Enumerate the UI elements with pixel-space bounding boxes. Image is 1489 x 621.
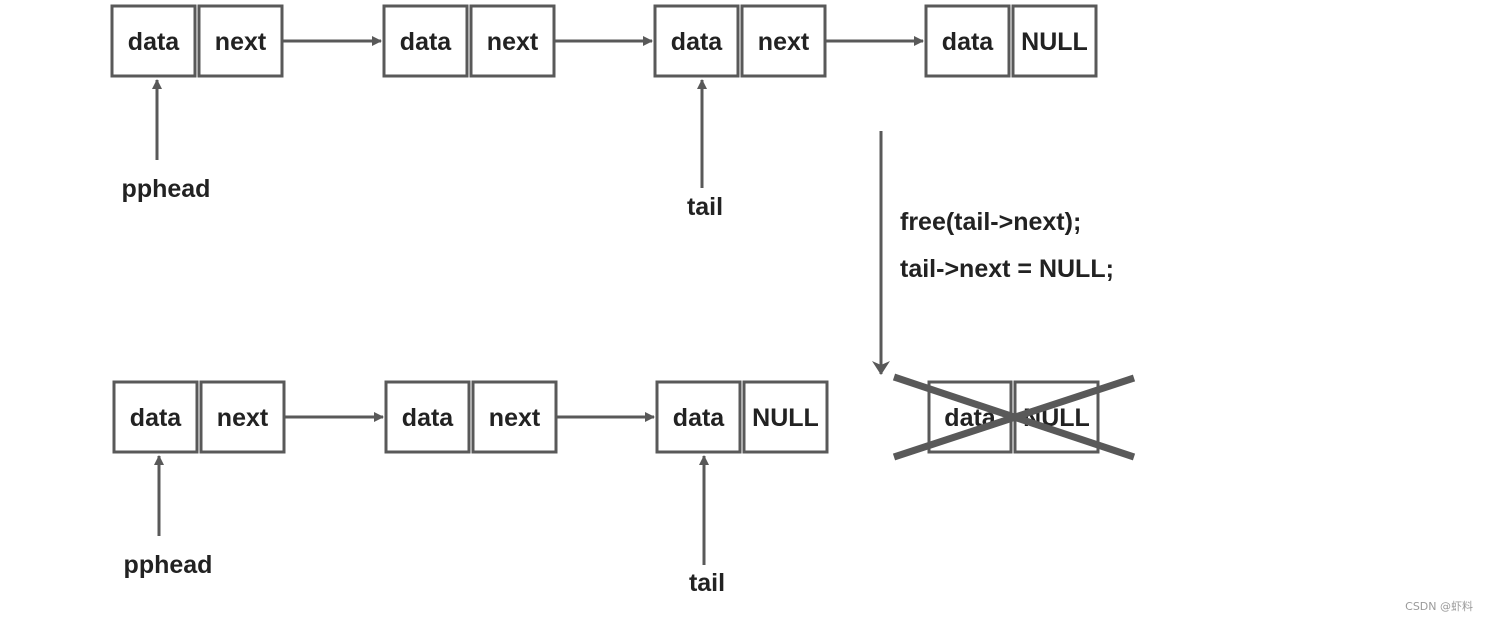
next-cell [740, 4, 827, 78]
bottom-node-1: data next [112, 380, 286, 454]
data-cell-label: data [128, 28, 181, 56]
freed-node: data NULL [892, 373, 1136, 461]
next-cell-label: next [489, 404, 541, 432]
top-node-1: data next [110, 4, 284, 78]
data-cell [924, 4, 1011, 78]
code-line-assign-null: tail->next = NULL; [900, 255, 1114, 283]
next-cell-label: next [217, 404, 269, 432]
watermark: CSDN @虾料 [1405, 599, 1473, 613]
tail-label: tail [687, 193, 723, 221]
cross-out-stroke [892, 374, 1136, 461]
top-linked-list: data next data next data next data NULL [110, 4, 1098, 221]
next-cell-label: next [215, 28, 267, 56]
bottom-node-2: data next [384, 380, 558, 454]
next-cell [197, 4, 284, 78]
data-cell [382, 4, 469, 78]
next-cell [199, 380, 286, 454]
data-cell [384, 380, 471, 454]
data-cell-label: data [942, 28, 995, 56]
pphead-label: pphead [122, 175, 211, 203]
code-line-free: free(tail->next); [900, 208, 1081, 236]
data-cell-label: data [671, 28, 724, 56]
data-cell-label: data [400, 28, 453, 56]
bottom-node-3: data NULL [655, 380, 829, 454]
next-cell-label: next [487, 28, 539, 56]
next-cell-label: next [758, 28, 810, 56]
data-cell-label: data [673, 404, 726, 432]
next-cell [1011, 4, 1098, 78]
data-cell [653, 4, 740, 78]
bottom-linked-list: data next data next data NULL pphead tai… [112, 380, 829, 597]
data-cell-label: data [402, 404, 455, 432]
next-cell-label: NULL [752, 404, 819, 432]
data-cell [110, 4, 197, 78]
top-node-4: data NULL [924, 4, 1098, 78]
top-node-2: data next [382, 4, 556, 78]
data-cell [655, 380, 742, 454]
next-cell-label: NULL [1021, 28, 1088, 56]
data-cell [112, 380, 199, 454]
pphead-label: pphead [124, 551, 213, 579]
top-node-3: data next [653, 4, 827, 78]
next-cell [742, 380, 829, 454]
operation-step: free(tail->next); tail->next = NULL; [872, 131, 1114, 375]
tail-label: tail [689, 569, 725, 597]
data-cell-label: data [130, 404, 183, 432]
